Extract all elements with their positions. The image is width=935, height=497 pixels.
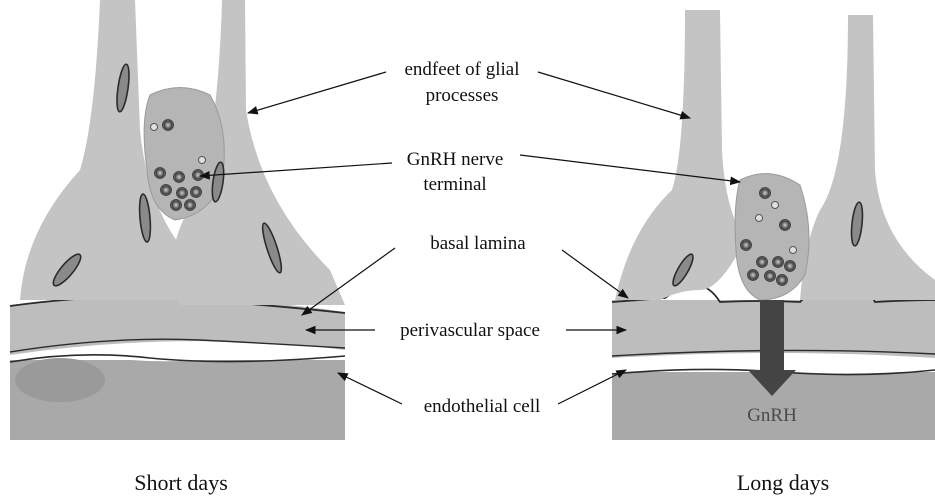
label-gnrh-terminal-line2: terminal xyxy=(423,174,486,195)
short-days-panel xyxy=(10,0,345,440)
arrow-endothelial-left xyxy=(338,373,402,404)
label-gnrh-terminal-line1: GnRH nerve xyxy=(407,149,504,170)
label-endfeet-line2: processes xyxy=(426,85,499,106)
label-perivascular-space: perivascular space xyxy=(400,320,540,341)
arrow-endfeet-right xyxy=(538,72,690,118)
arrow-endfeet-left xyxy=(248,72,386,113)
glial-endfoot-right-1 xyxy=(615,10,745,300)
caption-short-days: Short days xyxy=(134,470,228,495)
label-gnrh-release: GnRH xyxy=(747,405,797,426)
glial-endfoot-right-2 xyxy=(800,15,935,300)
label-basal-lamina: basal lamina xyxy=(430,233,526,254)
caption-long-days: Long days xyxy=(737,470,829,495)
label-endfeet-line1: endfeet of glial xyxy=(404,59,519,80)
label-endothelial-cell: endothelial cell xyxy=(424,396,541,417)
arrow-basal-lamina-right xyxy=(562,250,628,298)
long-days-panel xyxy=(612,10,935,440)
